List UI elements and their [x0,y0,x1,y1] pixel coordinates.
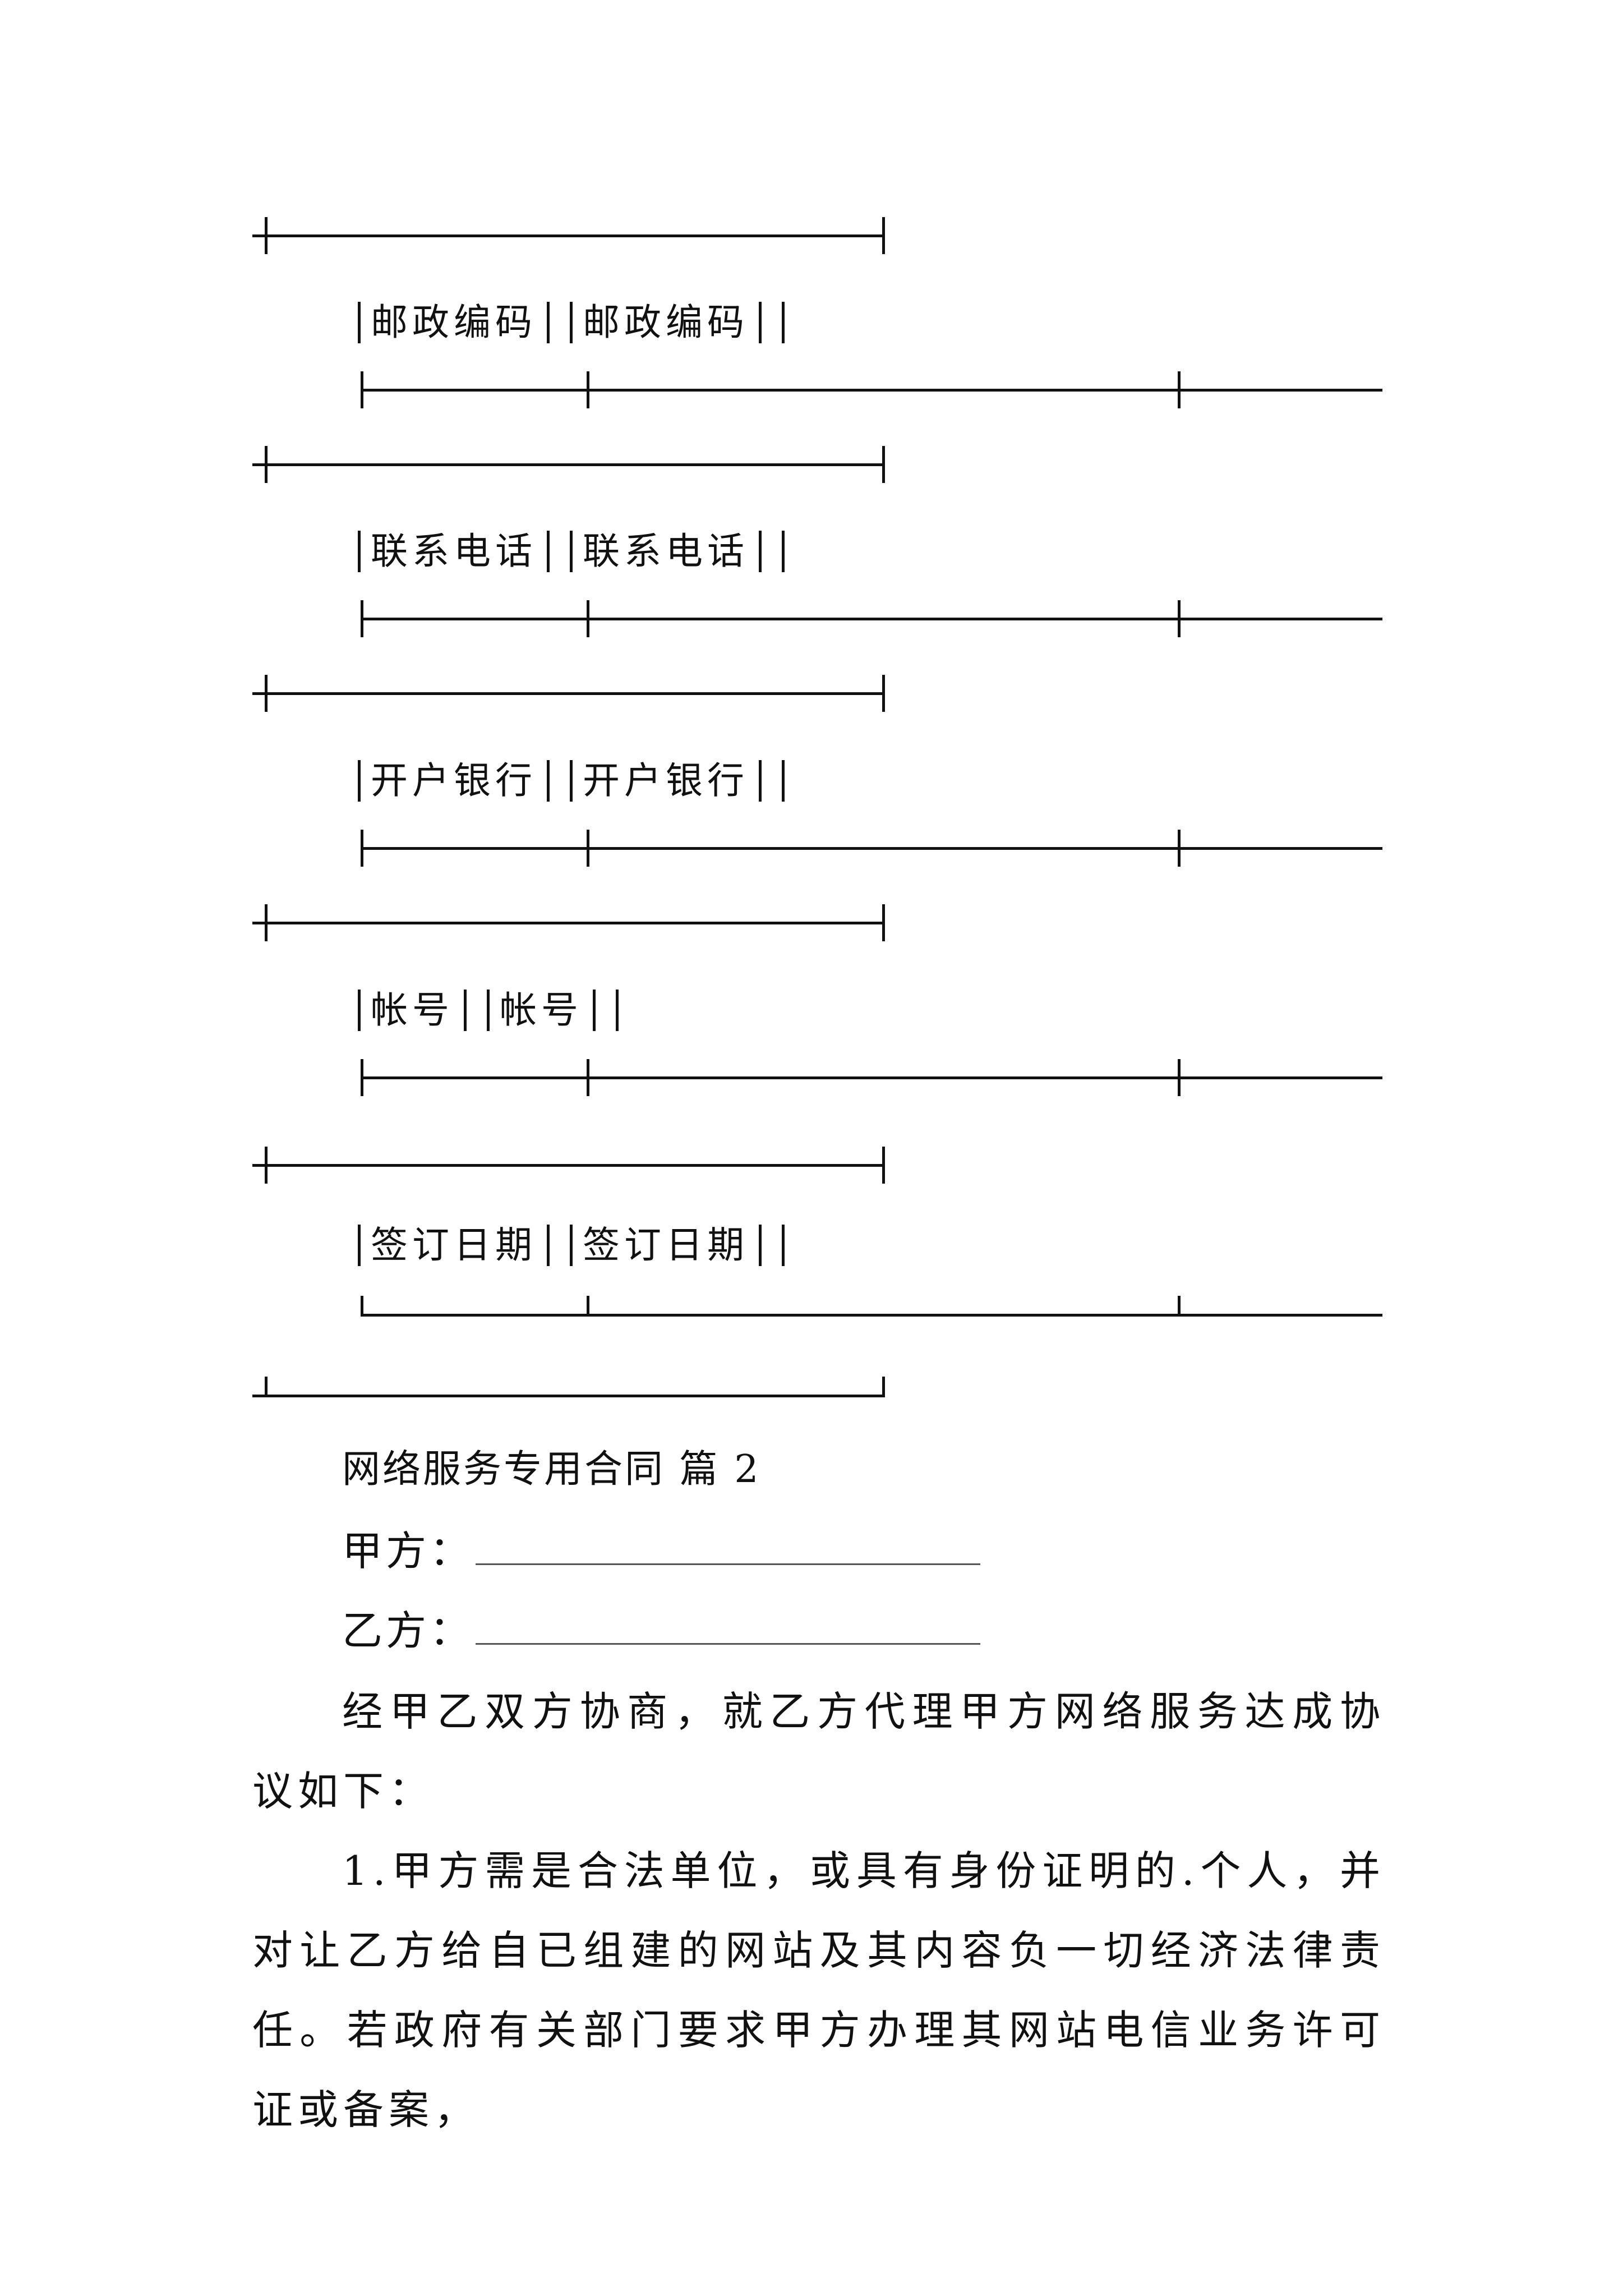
party-a-blank[interactable] [476,1535,981,1565]
table-cell-label: 联系电话 [583,530,749,573]
table-cell-label: 帐号 [500,988,583,1032]
table-row: 开户银行 开户银行 [348,753,795,803]
table-tick [882,217,885,254]
table-cell-label: 开户银行 [583,759,749,802]
table-row: 联系电话 联系电话 [348,523,795,574]
table-rule [252,1164,885,1167]
table-rule [252,922,885,924]
table-cell-label: 联系电话 [371,530,537,573]
table-rule [361,1314,1382,1317]
party-b-blank[interactable] [476,1615,981,1645]
clause-1-paragraph: 1.甲方需是合法单位，或具有身份证明的.个人，并对让乙方给自已组建的网站及其内容… [252,1847,1385,2133]
party-a-label: 甲方： [342,1527,474,1575]
table-rule [252,234,885,237]
table-row: 帐号 帐号 [348,982,629,1033]
section-heading: 网络服务专用合同 篇 2 [342,1447,761,1492]
party-a-line: 甲方： [342,1523,981,1579]
table-cell-label: 签订日期 [583,1223,749,1267]
table-rule [361,389,1382,392]
party-b-label: 乙方： [342,1607,474,1654]
table-rule [252,1395,885,1397]
table-cell-label: 签订日期 [371,1223,537,1267]
table-rule [361,618,1382,620]
table-rule [252,692,885,695]
table-rule [361,1076,1382,1079]
table-tick [265,217,268,254]
table-cell-label: 帐号 [371,988,454,1032]
table-row: 签订日期 签订日期 [348,1217,795,1268]
intro-paragraph: 经甲乙双方协商，就乙方代理甲方网络服务达成协议如下： [252,1688,1385,1815]
table-rule [361,847,1382,850]
party-b-line: 乙方： [342,1603,981,1659]
table-cell-label: 邮政编码 [371,301,537,344]
table-row: 邮政编码 邮政编码 [348,295,795,345]
table-cell-label: 开户银行 [371,759,537,802]
table-cell-label: 邮政编码 [583,301,749,344]
table-rule [252,463,885,466]
